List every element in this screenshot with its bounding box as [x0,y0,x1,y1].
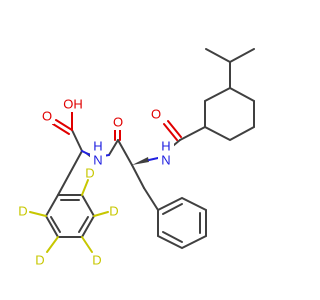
bond-d5 [81,179,89,196]
molecule-structure-drawing: OH O O O H N H N D D D D D [18,48,255,268]
carbon-bonds [44,48,255,250]
d-ring-double-3 [50,216,61,233]
carboxyl-oxygen-label: O [42,109,52,124]
deuterium-1-label: D [18,204,27,219]
ring-double-1 [162,203,183,215]
phenyl-ring [157,196,207,250]
cyclohexane-ring [204,86,255,142]
hydroxyl-label: OH [63,97,83,112]
amide-nh-1-label: H [93,139,102,154]
bond-carboxyl-double-o [55,119,73,131]
bond-carboxyl-double-o-2 [52,123,70,135]
atom-labels: OH O O O H N H N D D D D D [18,96,174,268]
bond-alpha-beta-left [69,150,83,174]
bond-carboxyl-alpha [71,129,83,152]
label-bg-amide-o2 [149,106,163,122]
ring-double-3 [162,231,183,243]
bond-d1 [29,211,47,217]
label-bg-amide-o1 [111,114,125,130]
stereo-wedge-alpha2 [132,157,149,165]
bond-alpha2-n2 [148,157,159,161]
deuterium-3-label: D [92,253,101,268]
bond-amide2-double-o [163,123,178,141]
deuterium-5-label: D [85,166,94,181]
bond-n1-carbonyl [108,139,119,156]
bond-amide2-double-o-2 [167,120,182,138]
d-ring-double-2 [78,216,89,233]
bond-beta-ring-left [57,172,71,196]
label-bg-n1 [90,138,106,172]
amide-oxygen-1-label: O [113,115,123,130]
bond-isopropyl-methyl-left [205,48,231,63]
bond-d3 [81,236,93,253]
deuterium-4-label: D [109,204,118,219]
amide-oxygen-2-label: O [151,107,161,122]
deuterium-2-label: D [35,253,44,268]
label-bg-hydroxyl [60,96,86,112]
bond-isopropyl-methyl-right [229,48,255,63]
bond-alpha2-beta-right [131,164,145,189]
label-bg-n2 [158,138,174,172]
deuterated-phenyl-ring [44,194,96,238]
deuterium-bonds [29,179,109,253]
bond-d4 [93,211,109,217]
amide-nh-2-label: H [161,139,170,154]
bond-beta-ring-right [143,187,159,211]
label-bg-carboxyl-o [40,108,54,124]
amide-n-1-label: N [93,153,102,168]
bond-carbonyl-alpha2 [117,139,133,166]
bond-d2 [46,236,59,253]
bond-carbonyl-cyclohexane [179,126,206,141]
amide-n-2-label: N [161,153,170,168]
